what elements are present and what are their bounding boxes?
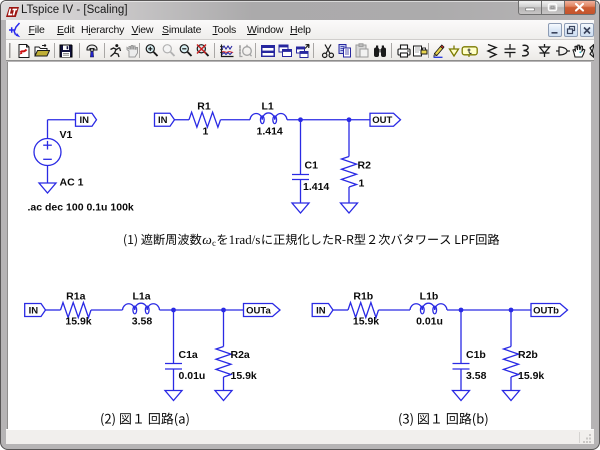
svg-text:3.58: 3.58: [132, 316, 153, 328]
svg-text:R2a: R2a: [231, 349, 250, 361]
svg-text:L1a: L1a: [132, 291, 150, 303]
svg-text:3.58: 3.58: [466, 370, 487, 382]
svg-text:15.9k: 15.9k: [231, 370, 257, 382]
svg-text:1.414: 1.414: [303, 181, 329, 193]
svg-text:.ac dec 100 0.1u 100k: .ac dec 100 0.1u 100k: [28, 202, 134, 214]
svg-text:L1b: L1b: [420, 291, 439, 303]
svg-text:OUT: OUT: [372, 115, 392, 126]
svg-text:R2: R2: [358, 160, 372, 172]
svg-text:C1b: C1b: [466, 349, 486, 361]
svg-text:C1a: C1a: [179, 349, 198, 361]
svg-text:IN: IN: [316, 305, 326, 316]
svg-text:AC 1: AC 1: [60, 177, 84, 189]
svg-text:IN: IN: [29, 305, 39, 316]
svg-text:R1b: R1b: [353, 291, 373, 303]
svg-text:IN: IN: [158, 115, 168, 126]
svg-text:OUTa: OUTa: [246, 305, 271, 316]
svg-text:15.9k: 15.9k: [518, 370, 544, 382]
svg-text:0.01u: 0.01u: [416, 316, 443, 328]
svg-text:1: 1: [359, 178, 365, 190]
svg-text:C1: C1: [305, 160, 319, 172]
svg-text:OUTb: OUTb: [533, 305, 559, 316]
svg-text:R2b: R2b: [518, 349, 538, 361]
svg-text:L1: L1: [262, 101, 274, 113]
svg-text:15.9k: 15.9k: [353, 316, 379, 328]
svg-text:0.01u: 0.01u: [179, 370, 206, 382]
svg-text:IN: IN: [80, 115, 90, 126]
svg-text:R1: R1: [197, 101, 211, 113]
svg-text:V1: V1: [60, 129, 73, 141]
svg-text:1: 1: [203, 126, 209, 138]
svg-text:15.9k: 15.9k: [65, 316, 91, 328]
svg-text:R1a: R1a: [66, 291, 85, 303]
svg-text:1.414: 1.414: [257, 126, 283, 138]
